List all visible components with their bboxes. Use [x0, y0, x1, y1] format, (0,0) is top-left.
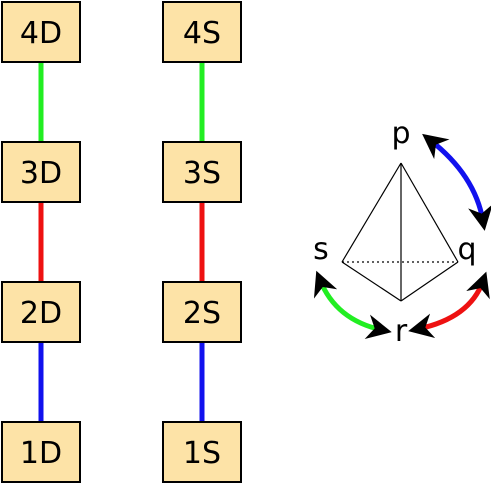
box-1d: 1D	[1, 421, 81, 483]
box-label: 1D	[20, 436, 62, 471]
vertex-label-r: r	[395, 314, 408, 349]
edge-q-r	[400, 261, 459, 302]
box-label: 4D	[20, 16, 62, 51]
double-arrow-q-r	[408, 271, 490, 339]
box-3s: 3S	[162, 141, 242, 203]
box-label: 2S	[183, 296, 221, 331]
tetrahedron: p q r s	[313, 116, 476, 349]
edge-s-r	[341, 261, 402, 302]
vertex-label-s: s	[313, 232, 329, 267]
box-4d: 4D	[1, 1, 81, 63]
box-4s: 4S	[162, 1, 242, 63]
box-label: 1S	[183, 436, 221, 471]
box-label: 3S	[183, 156, 221, 191]
box-2d: 2D	[1, 281, 81, 343]
double-arrow-r-s	[313, 270, 392, 340]
box-1s: 1S	[162, 421, 242, 483]
box-3d: 3D	[1, 141, 81, 203]
box-label: 4S	[183, 16, 221, 51]
vertex-label-q: q	[457, 232, 476, 267]
vertex-label-p: p	[391, 116, 410, 151]
box-2s: 2S	[162, 281, 242, 343]
edge-p-q	[400, 162, 459, 263]
double-arrow-p-q	[422, 133, 491, 231]
edge-p-s	[341, 162, 402, 263]
box-label: 3D	[20, 156, 62, 191]
box-label: 2D	[20, 296, 62, 331]
